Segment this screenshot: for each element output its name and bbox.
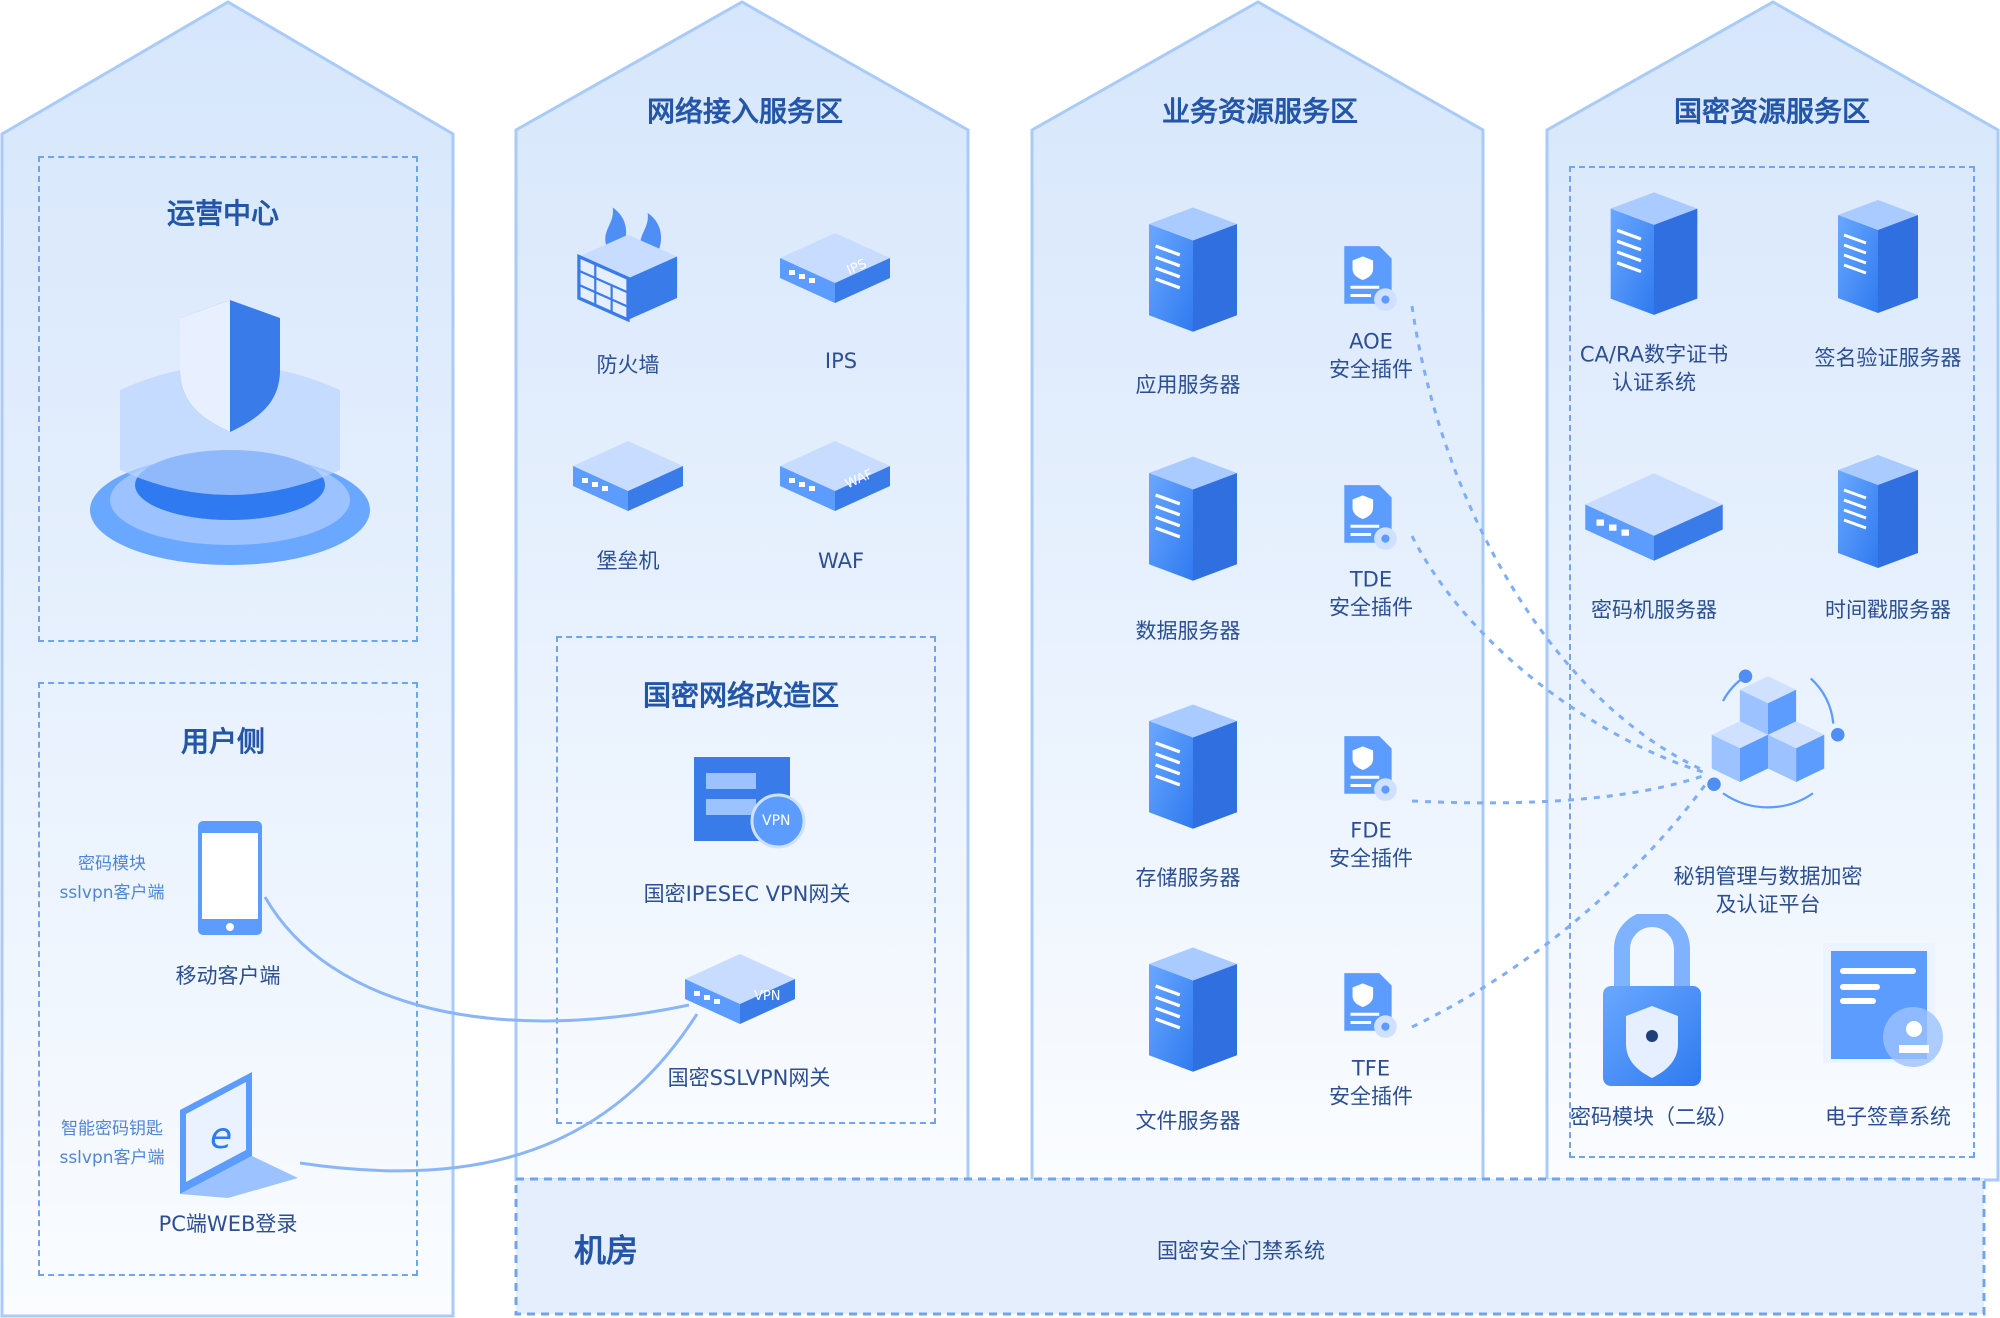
timestamp-server-label: 时间戳服务器 <box>1825 597 1951 622</box>
ipsec-vpn-gateway-icon: VPN <box>686 751 806 851</box>
tfe-plugin-label: TFE 安全插件 <box>1329 1055 1413 1112</box>
ips-label: IPS <box>824 348 858 373</box>
gm-network-title: 国密网络改造区 <box>642 679 840 713</box>
cipher-machine-label: 密码机服务器 <box>1591 597 1717 622</box>
data-server-icon <box>1138 447 1248 587</box>
key-management-label: 秘钥管理与数据加密及认证平台 <box>1674 863 1863 920</box>
electronic-seal-icon <box>1823 943 1943 1067</box>
plugin-name: AOE <box>1349 329 1393 354</box>
fde-plugin-label: FDE 安全插件 <box>1329 817 1413 874</box>
pc-note-line: sslvpn客户端 <box>59 1148 165 1168</box>
signature-server-icon <box>1828 193 1928 318</box>
plugin-type: 安全插件 <box>1329 1085 1413 1109</box>
ops-center-title: 运营中心 <box>166 197 280 231</box>
ca-ra-label: CA/RA数字证书认证系统 <box>1580 341 1728 398</box>
crypto-module-label: 密码模块（二级） <box>1570 1104 1738 1129</box>
tfe-plugin-icon <box>1338 969 1400 1041</box>
user-side-title: 用户侧 <box>180 725 266 759</box>
vpn-icon-text: VPN <box>754 989 781 1004</box>
plugin-name: FDE <box>1350 818 1392 843</box>
sslvpn-gateway-label: 国密SSLVPN网关 <box>667 1065 831 1090</box>
tde-plugin-icon <box>1338 481 1400 553</box>
business-zone-title: 业务资源服务区 <box>1161 95 1359 129</box>
aoe-plugin-label: AOE 安全插件 <box>1329 328 1413 385</box>
gm-network-box <box>556 636 936 1124</box>
mobile-phone-icon <box>198 821 262 935</box>
firewall-label: 防火墙 <box>596 352 660 377</box>
mobile-note-line: sslvpn客户端 <box>59 883 165 903</box>
ips-icon: IPS <box>775 228 895 308</box>
plugin-type: 安全插件 <box>1329 596 1413 620</box>
plugin-name: TDE <box>1349 567 1393 592</box>
crypto-zone-title: 国密资源服务区 <box>1673 95 1871 129</box>
laptop-browser-icon: e <box>180 1072 298 1198</box>
tde-plugin-label: TDE 安全插件 <box>1329 566 1413 623</box>
storage-server-label: 存储服务器 <box>1135 865 1241 890</box>
waf-label: WAF <box>817 548 865 573</box>
room-title: 机房 <box>573 1231 639 1270</box>
ca-ra-line: CA/RA数字证书 <box>1579 342 1729 367</box>
waf-icon: WAF <box>775 436 895 516</box>
app-server-icon <box>1138 198 1248 338</box>
zone-business-column <box>1030 0 1485 1182</box>
access-control-system-label: 国密安全门禁系统 <box>1157 1238 1325 1263</box>
cipher-machine-icon <box>1579 467 1729 567</box>
ops-center-box <box>38 156 418 642</box>
padlock-icon <box>1603 914 1701 1086</box>
sslvpn-gateway-icon: VPN <box>680 949 800 1029</box>
pc-note: 智能密码钥匙 sslvpn客户端 <box>59 1115 164 1173</box>
plugin-type: 安全插件 <box>1329 358 1413 382</box>
bastion-host-icon <box>568 436 688 516</box>
file-server-label: 文件服务器 <box>1135 1108 1241 1133</box>
firewall-icon <box>573 202 683 322</box>
ca-ra-line: 认证系统 <box>1612 371 1696 395</box>
plugin-type: 安全插件 <box>1329 847 1413 871</box>
ca-ra-certificate-icon <box>1594 187 1714 317</box>
platform-line: 及认证平台 <box>1715 893 1821 917</box>
file-server-icon <box>1138 938 1248 1078</box>
aoe-plugin-icon <box>1338 242 1400 314</box>
fde-plugin-icon <box>1338 732 1400 804</box>
pc-web-login-label: PC端WEB登录 <box>158 1211 298 1236</box>
mobile-note-line: 密码模块 <box>77 854 146 875</box>
app-server-label: 应用服务器 <box>1135 372 1241 397</box>
signature-server-label: 签名验证服务器 <box>1814 345 1962 370</box>
plugin-name: TFE <box>1351 1056 1391 1081</box>
platform-line: 秘钥管理与数据加密 <box>1673 864 1863 889</box>
svg-text:e: e <box>210 1116 232 1157</box>
vpn-icon-text: VPN <box>762 813 791 829</box>
storage-server-icon <box>1138 695 1248 835</box>
bastion-host-label: 堡垒机 <box>596 548 660 573</box>
access-zone-title: 网络接入服务区 <box>646 95 844 129</box>
mobile-client-label: 移动客户端 <box>175 963 281 988</box>
data-server-label: 数据服务器 <box>1135 618 1241 643</box>
pc-note-line: 智能密码钥匙 <box>60 1119 163 1140</box>
ipsec-vpn-gateway-label: 国密IPESEC VPN网关 <box>643 881 851 906</box>
timestamp-server-icon <box>1828 448 1928 573</box>
room-zone <box>514 1177 1986 1316</box>
electronic-seal-label: 电子签章系统 <box>1825 1104 1951 1129</box>
shield-platform-icon <box>90 300 370 565</box>
mobile-note: 密码模块 sslvpn客户端 <box>59 850 164 908</box>
key-management-cubes-icon <box>1678 667 1858 825</box>
